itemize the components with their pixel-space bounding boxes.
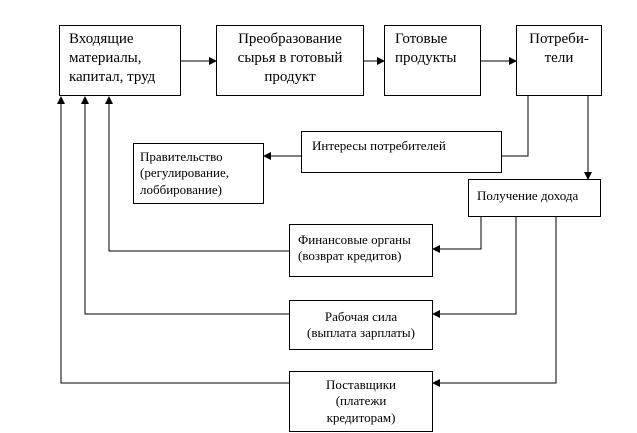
box-consumers: Потреби- тели <box>516 25 602 96</box>
arrow-income-to-labor <box>432 217 517 318</box>
box-government-label: Правительство (регулирование, лоббирован… <box>140 149 229 197</box>
box-consumer-interests-label: Интересы потребителей <box>312 138 446 153</box>
arrow-financial-to-inputs <box>105 96 289 252</box>
box-inputs: Входящие материалы, капитал, труд <box>59 25 181 96</box>
box-suppliers-label: Поставщики (платежи кредиторам) <box>326 377 396 425</box>
line-consumers-to-interests <box>502 96 529 157</box>
box-suppliers: Поставщики (платежи кредиторам) <box>289 371 433 432</box>
box-labor: Рабочая сила (выплата зарплаты) <box>289 300 433 350</box>
arrow-labor-to-inputs <box>81 96 289 315</box>
box-products: Готовые продукты <box>384 25 481 96</box>
box-transform: Преобразование сырья в готовый продукт <box>216 25 364 96</box>
box-government: Правительство (регулирование, лоббирован… <box>133 143 264 204</box>
arrow-suppliers-to-inputs <box>57 96 289 384</box>
box-financial-label: Финансовые органы (возврат кредитов) <box>298 232 411 264</box>
box-consumers-label: Потреби- тели <box>529 31 589 66</box>
arrow-income-to-financial <box>432 217 482 253</box>
box-transform-label: Преобразование сырья в готовый продукт <box>237 31 343 85</box>
box-financial: Финансовые органы (возврат кредитов) <box>289 224 433 277</box>
box-products-label: Готовые продукты <box>395 31 457 66</box>
box-labor-label: Рабочая сила (выплата зарплаты) <box>307 309 415 341</box>
box-income: Получение дохода <box>468 179 601 217</box>
box-consumer-interests: Интересы потребителей <box>301 131 502 173</box>
box-income-label: Получение дохода <box>477 188 579 203</box>
arrow-income-to-suppliers <box>432 217 557 387</box>
box-inputs-label: Входящие материалы, капитал, труд <box>69 31 156 85</box>
